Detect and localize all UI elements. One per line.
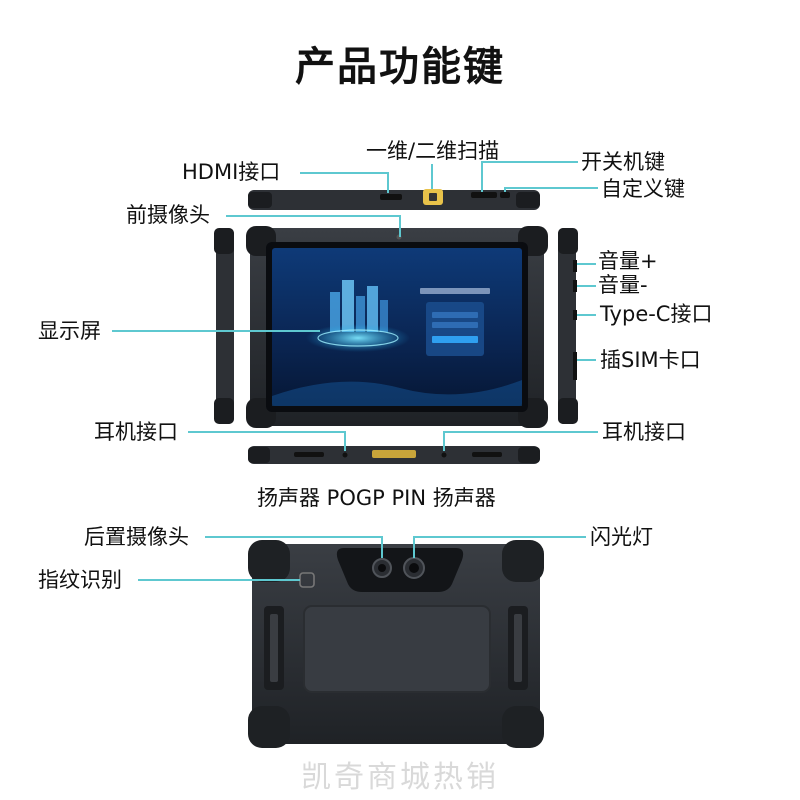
- left-side-view: [214, 228, 234, 424]
- display-screen: [272, 248, 522, 406]
- type-c-port-label: Type-C接口: [600, 302, 713, 326]
- power-key-label: 开关机键: [581, 150, 665, 174]
- tablet-back: [248, 540, 544, 748]
- display-label: 显示屏: [38, 319, 101, 343]
- earphone-port-right-label: 耳机接口: [602, 420, 686, 444]
- rear-camera-label: 后置摄像头: [84, 525, 189, 549]
- volume-up-label: 音量+: [598, 249, 658, 273]
- sim-slot-label: 插SIM卡口: [600, 348, 701, 372]
- volume-down-label: 音量-: [598, 273, 648, 297]
- tablet-front: [246, 226, 548, 428]
- bottom-edge-view: [248, 446, 540, 464]
- page-title: 产品功能键: [295, 44, 505, 90]
- scanner-label: 一维/二维扫描: [366, 139, 500, 163]
- bottom-ports-label: 扬声器 POGP PIN 扬声器: [257, 486, 496, 510]
- leader-lines: [112, 161, 598, 581]
- right-side-view: [558, 228, 578, 424]
- watermark: 凯奇商城热销: [301, 760, 499, 795]
- earphone-port-left-label: 耳机接口: [94, 420, 178, 444]
- front-camera-label: 前摄像头: [126, 203, 210, 227]
- top-edge-view: [248, 189, 540, 210]
- custom-key-label: 自定义键: [601, 177, 685, 201]
- fingerprint-label: 指纹识别: [38, 568, 122, 592]
- flash-label: 闪光灯: [590, 525, 653, 549]
- hdmi-port-label: HDMI接口: [182, 160, 281, 184]
